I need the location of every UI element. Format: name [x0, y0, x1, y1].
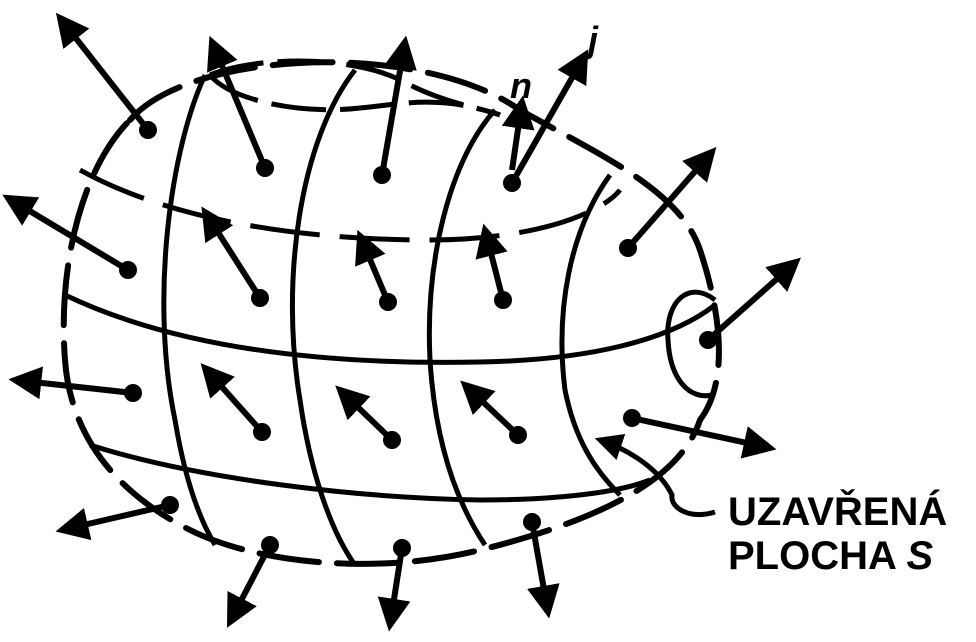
arrow-9 [706, 257, 801, 343]
arrow-16 [226, 543, 273, 628]
arrow-n [501, 95, 535, 171]
arrow-1 [55, 12, 151, 132]
meridian-line-3 [426, 108, 497, 547]
arrow-3 [379, 35, 417, 176]
arrow-18 [527, 521, 560, 619]
arrow-5 [2, 194, 130, 273]
meridian-line-4 [559, 173, 622, 497]
surface-label-line1: UZAVŘENÁ [728, 490, 948, 534]
arrow-4 [625, 147, 717, 250]
flux-arrows [2, 12, 801, 632]
arrow-17 [377, 547, 411, 632]
latitude-line-upper [78, 167, 622, 243]
arrow-2 [207, 35, 268, 170]
arrow-6 [201, 206, 263, 300]
top-rim [208, 58, 502, 118]
arrow-7 [355, 229, 391, 304]
latitude-line-middle [63, 292, 717, 365]
arrow-11 [200, 363, 265, 434]
current-density-label: j [584, 19, 599, 60]
surface-label-word: PLOCHA [728, 534, 896, 578]
label-pointer [594, 433, 716, 518]
surface-label-line2: PLOCHA S [728, 534, 933, 578]
surface-symbol: S [906, 534, 934, 578]
meridian-line-1 [161, 73, 218, 547]
arrow-8 [475, 223, 508, 301]
latitude-line-lower [89, 442, 651, 503]
normal-vector-label: n [510, 65, 532, 106]
arrow-14 [631, 415, 777, 459]
meridian-line-2 [289, 68, 358, 567]
arrow-j [509, 49, 589, 185]
arrow-10 [8, 366, 134, 400]
right-cap [665, 289, 717, 399]
arrow-12 [335, 385, 395, 443]
arrow-13 [460, 380, 521, 438]
arrow-15 [55, 502, 171, 541]
